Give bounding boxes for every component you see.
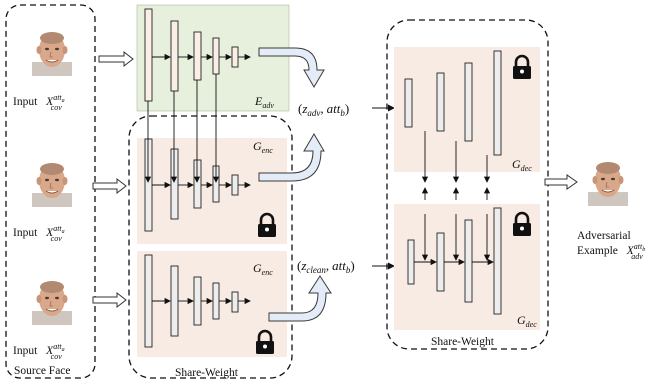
hollow-arrow-3 — [92, 291, 127, 309]
face-image-input-1 — [31, 27, 73, 77]
curved-arrow-enc2 — [268, 275, 332, 322]
share-weight-label-left: Share-Weight — [175, 367, 239, 379]
source-face-frame — [5, 4, 96, 379]
decoder-label-1: Gdec — [512, 157, 532, 173]
latent-adv-label: (zadv,attb) — [298, 101, 349, 118]
adv-encoder-label: Eadv — [254, 94, 274, 110]
curved-arrow-enc1 — [258, 133, 325, 182]
share-weight-label-right: Share-Weight — [431, 336, 495, 348]
adv-encoder-panel — [136, 4, 290, 112]
hollow-arrow-2 — [92, 177, 127, 195]
face-image-output — [587, 157, 629, 207]
latent-clean-label: (zclean,attb) — [297, 258, 355, 275]
hollow-arrow-output — [544, 174, 578, 190]
adv-to-encoder-connectors — [144, 74, 220, 183]
curved-arrow-adv — [258, 47, 325, 88]
decoder-1-layers — [404, 50, 502, 156]
encoder-1-layers — [144, 138, 239, 232]
decoder-2-arrows — [414, 214, 494, 266]
encoder-label-1: Genc — [253, 139, 273, 155]
latent-to-decoder-arrows — [372, 104, 395, 270]
output-label-line1: Adversarial — [577, 230, 631, 242]
source-face-caption: Source Face — [14, 365, 71, 377]
hollow-arrow-1 — [98, 50, 134, 68]
encoder-label-2: Genc — [253, 261, 273, 277]
decoder-label-2: Gdec — [517, 313, 537, 329]
adv-encoder-layers — [144, 8, 239, 102]
decoder-skip-connectors — [421, 131, 491, 200]
face-image-input-2 — [31, 158, 73, 208]
face-image-input-3 — [31, 276, 73, 326]
share-weight-group-left — [128, 115, 293, 379]
